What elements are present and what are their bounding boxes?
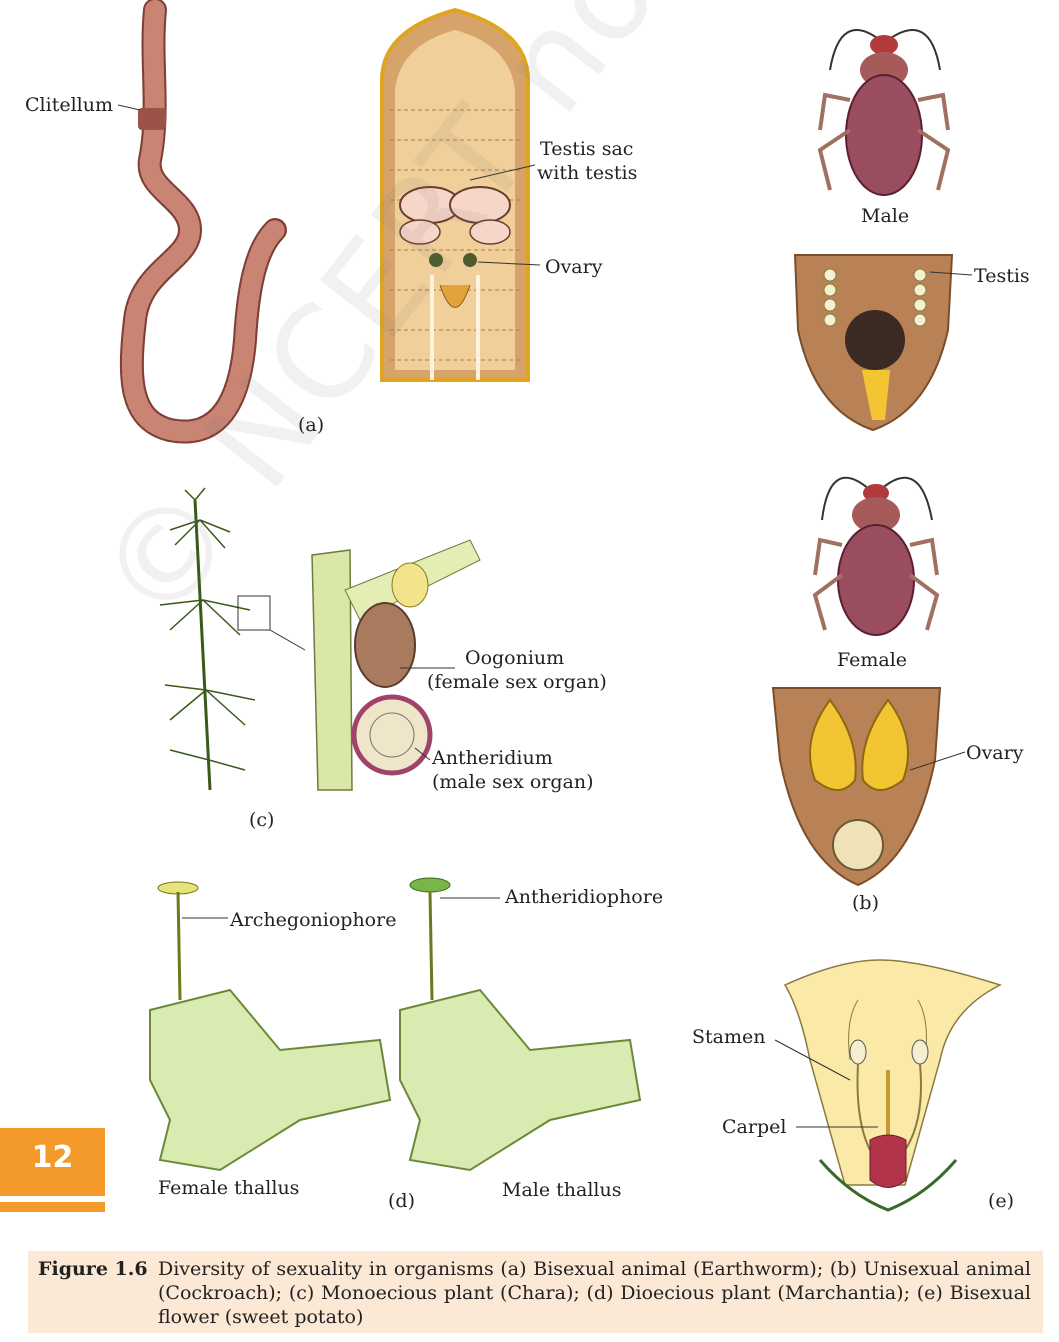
antheridium-label-line2: (male sex organ) <box>432 771 594 793</box>
panel-e-label: (e) <box>988 1190 1015 1212</box>
female-thallus-illustration <box>149 881 392 1172</box>
male-cockroach <box>817 29 951 196</box>
chara-reproductive-organs <box>311 539 481 791</box>
female-label: Female <box>837 649 908 671</box>
sweet-potato-flower <box>783 959 1002 1212</box>
stamen-label: Stamen <box>692 1026 766 1048</box>
female-cockroach <box>812 476 940 636</box>
male-cockroach-abdomen <box>793 254 954 432</box>
male-thallus-illustration <box>399 877 642 1172</box>
earthworm-illustration <box>119 0 287 444</box>
antheridium-label-line1: Antheridium <box>432 747 553 769</box>
testis-label: Testis <box>974 265 1030 287</box>
male-thallus-label: Male thallus <box>502 1179 622 1201</box>
testis-sac-label-line1: Testis sac <box>540 138 634 160</box>
page-number-box <box>0 1128 105 1196</box>
panel-b-label: (b) <box>852 892 879 914</box>
caption-text: Diversity of sexuality in organisms (a) … <box>158 1258 1031 1328</box>
antheridiophore-label: Antheridiophore <box>505 886 664 908</box>
female-thallus-label: Female thallus <box>158 1177 300 1199</box>
page-number: 12 <box>31 1140 74 1175</box>
ovary-earthworm-label: Ovary <box>545 256 603 278</box>
page-number-bar <box>0 1202 105 1212</box>
earthworm-section <box>380 7 530 382</box>
caption-label: Figure 1.6 <box>38 1258 148 1280</box>
female-cockroach-abdomen <box>771 687 942 887</box>
clitellum-label: Clitellum <box>25 94 113 116</box>
panel-a-label: (a) <box>298 414 325 436</box>
carpel-label: Carpel <box>722 1116 787 1138</box>
oogonium-label-line2: (female sex organ) <box>427 671 607 693</box>
archegoniophore-label: Archegoniophore <box>230 909 397 931</box>
panel-d-label: (d) <box>388 1190 415 1212</box>
oogonium-label-line1: Oogonium <box>465 647 565 669</box>
panel-c-label: (c) <box>249 809 275 831</box>
testis-sac-label-line2: with testis <box>537 162 638 184</box>
ovary-cockroach-label: Ovary <box>966 742 1024 764</box>
male-label: Male <box>861 205 910 227</box>
chara-plant <box>159 487 306 791</box>
figure-caption: Figure 1.6 Diversity of sexuality in org… <box>28 1251 1043 1333</box>
